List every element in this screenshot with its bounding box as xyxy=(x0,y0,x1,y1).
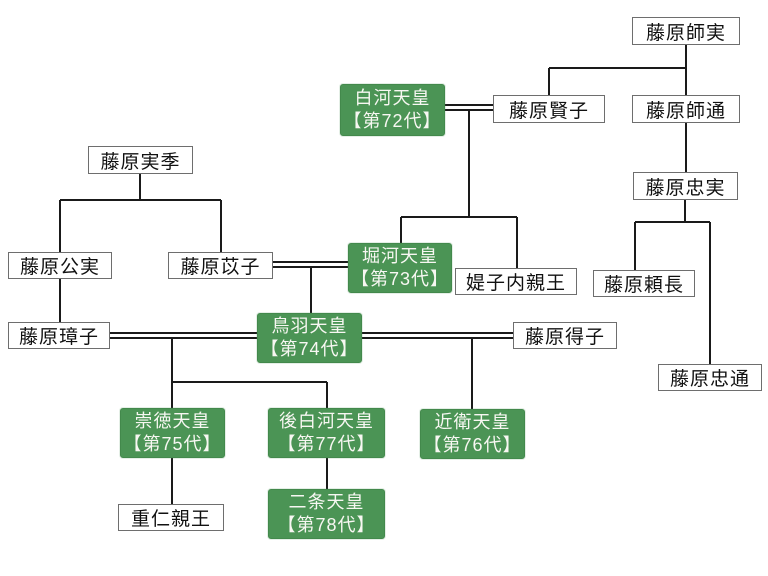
node-fujiwara-kinzane: 藤原公実 xyxy=(8,252,112,279)
emperor-generation: 【第76代】 xyxy=(423,435,522,455)
edge-sanesue-children xyxy=(59,174,222,252)
node-label: 藤原実季 xyxy=(100,151,181,173)
node-princess-teishi: 媞子内親王 xyxy=(455,268,577,295)
node-fujiwara-morozane: 藤原師実 xyxy=(632,17,740,45)
node-emperor-shirakawa: 白河天皇 【第72代】 xyxy=(340,84,445,136)
edge-shirakawa-kenshi-children xyxy=(400,110,518,268)
node-label: 藤原賢子 xyxy=(508,100,589,122)
edge-marriage-tamako-toba xyxy=(110,332,257,339)
emperor-name: 鳥羽天皇 xyxy=(271,316,348,336)
node-fujiwara-ishi: 藤原苡子 xyxy=(168,252,273,279)
node-fujiwara-tadamichi: 藤原忠通 xyxy=(658,364,762,391)
node-fujiwara-sanesue: 藤原実季 xyxy=(88,146,193,174)
node-emperor-sutoku: 崇徳天皇 【第75代】 xyxy=(120,408,225,458)
node-fujiwara-tadazane: 藤原忠実 xyxy=(633,172,738,200)
emperor-name: 崇徳天皇 xyxy=(134,411,211,431)
edge-marriage-toba-nariko xyxy=(362,332,513,339)
node-label: 藤原忠通 xyxy=(669,369,750,390)
node-label: 藤原師通 xyxy=(645,100,726,122)
emperor-generation: 【第72代】 xyxy=(343,111,442,131)
edge-tadazane-children xyxy=(634,200,711,364)
node-fujiwara-kenshi: 藤原賢子 xyxy=(493,95,605,123)
node-label: 藤原忠実 xyxy=(645,177,726,199)
node-label: 藤原師実 xyxy=(645,22,726,44)
edge-toba-tamako-children xyxy=(171,338,328,408)
node-prince-shigehito: 重仁親王 xyxy=(118,504,224,531)
node-label: 重仁親王 xyxy=(130,509,211,530)
emperor-generation: 【第77代】 xyxy=(277,434,376,454)
node-label: 藤原頼長 xyxy=(603,275,684,296)
node-label: 藤原苡子 xyxy=(180,257,261,278)
emperor-name: 近衛天皇 xyxy=(434,412,511,432)
emperor-name: 後白河天皇 xyxy=(279,411,374,431)
node-fujiwara-yorinaga: 藤原頼長 xyxy=(593,270,695,297)
emperor-name: 堀河天皇 xyxy=(362,246,438,266)
node-emperor-nijo: 二条天皇 【第78代】 xyxy=(268,489,385,539)
emperor-name: 白河天皇 xyxy=(354,88,431,108)
emperor-generation: 【第78代】 xyxy=(277,515,376,535)
node-emperor-horikawa: 堀河天皇 【第73代】 xyxy=(348,243,452,293)
node-emperor-goshirakawa: 後白河天皇 【第77代】 xyxy=(268,408,385,458)
emperor-generation: 【第75代】 xyxy=(123,434,222,454)
emperor-generation: 【第73代】 xyxy=(350,269,450,289)
emperor-name: 二条天皇 xyxy=(288,492,365,512)
node-label: 藤原公実 xyxy=(19,257,100,278)
node-fujiwara-nariko: 藤原得子 xyxy=(513,322,617,349)
edge-marriage-shirakawa-kenshi xyxy=(445,104,493,111)
node-label: 媞子内親王 xyxy=(465,273,566,294)
node-label: 藤原璋子 xyxy=(18,327,99,348)
node-emperor-konoe: 近衛天皇 【第76代】 xyxy=(420,409,525,459)
node-label: 藤原得子 xyxy=(524,327,605,348)
node-emperor-toba: 鳥羽天皇 【第74代】 xyxy=(257,313,362,363)
edge-morozane-children xyxy=(548,45,687,95)
node-fujiwara-moromichi: 藤原師通 xyxy=(632,95,740,123)
edge-marriage-ishi-horikawa xyxy=(273,261,348,268)
emperor-generation: 【第74代】 xyxy=(260,339,359,359)
node-fujiwara-tamako: 藤原璋子 xyxy=(8,322,110,349)
